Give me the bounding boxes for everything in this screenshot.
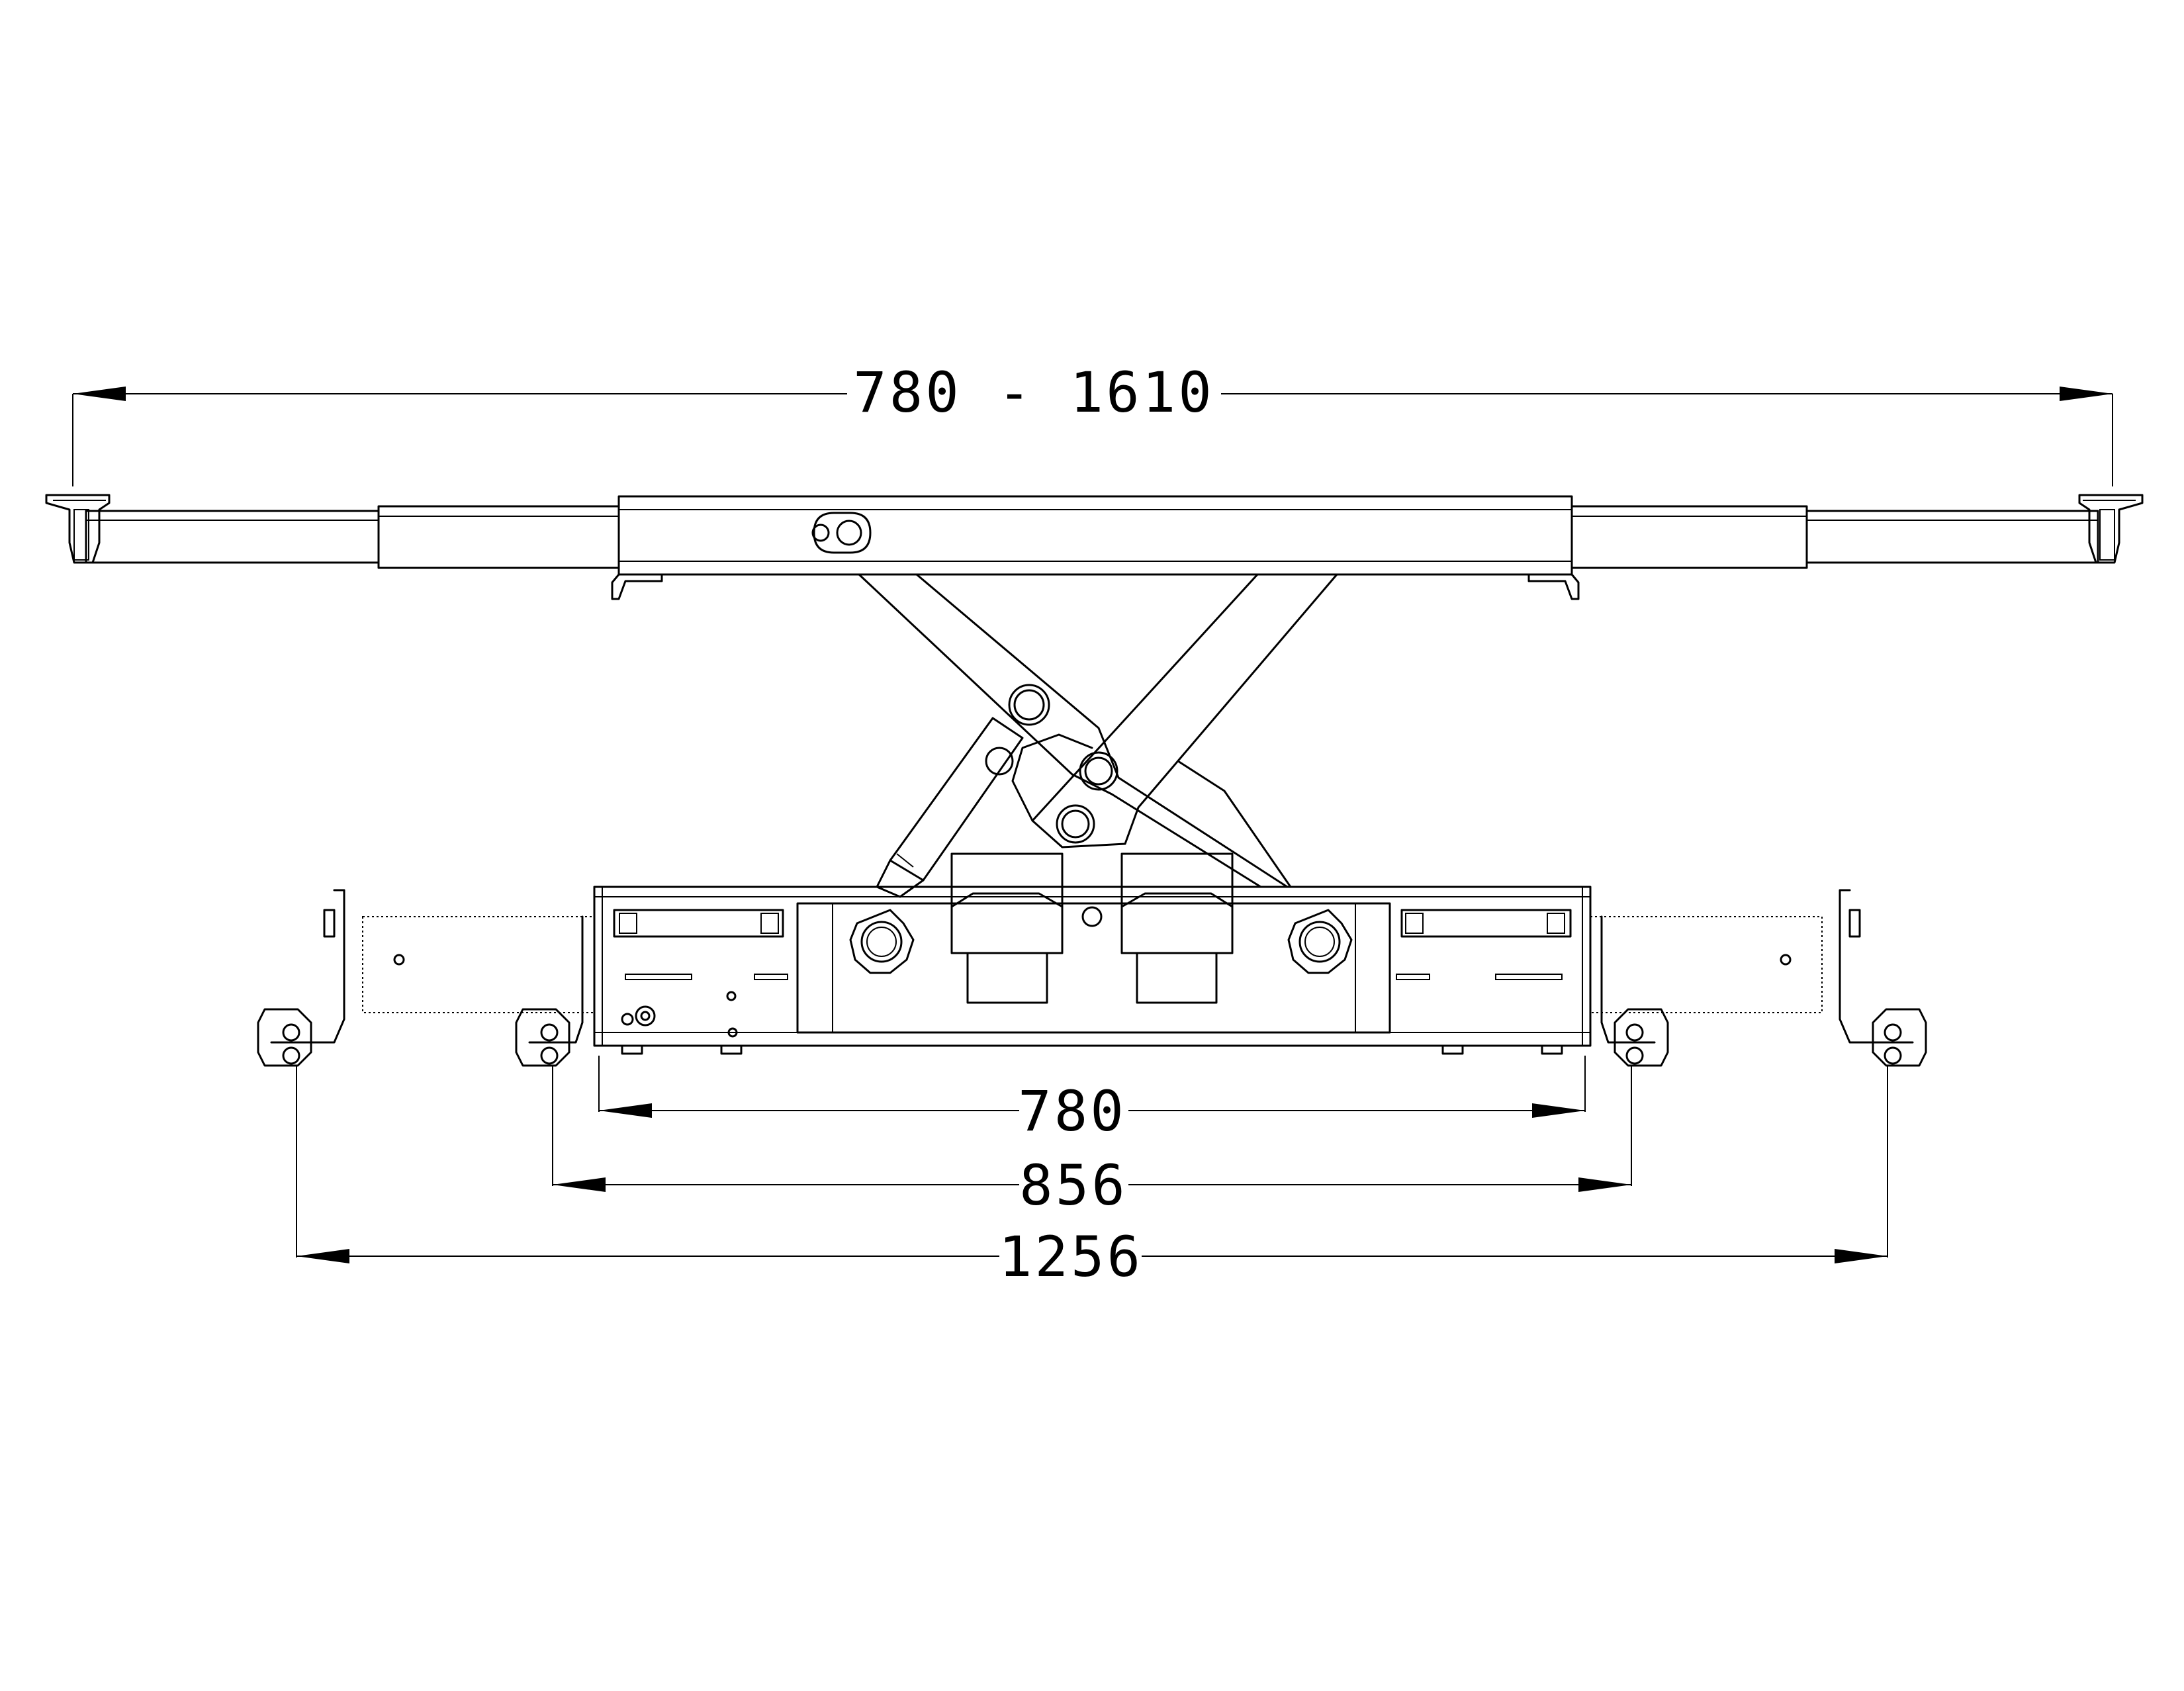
release-knob-right <box>1287 909 1353 974</box>
dimension-inner-width: 780 <box>598 1056 1586 1144</box>
beam-center-sleeve <box>617 495 1573 576</box>
beam-outer-extension-left <box>85 510 380 564</box>
beam-mid-extension-left <box>377 505 620 569</box>
dimension-mid-width: 856 <box>552 1066 1632 1218</box>
base-frame <box>593 852 1592 1055</box>
base-frame-body <box>593 886 1592 1047</box>
side-pad-right-inner <box>1614 1008 1669 1067</box>
beam-hook-left <box>611 573 663 600</box>
end-pad-left <box>45 494 111 564</box>
dimension-label-top-range: 780 - 1610 <box>853 360 1214 425</box>
side-pad-right-outer <box>1872 1008 1927 1067</box>
beam-hook-right <box>1527 573 1580 600</box>
pivot-pin-center <box>1079 751 1118 791</box>
hydraulic-cylinder <box>889 717 1024 882</box>
top-beam <box>45 494 2144 600</box>
arrow-left <box>73 387 126 401</box>
scissor-mechanism <box>858 573 1338 898</box>
slot-window-right <box>1400 909 1572 938</box>
saddle-block-right <box>1120 852 1234 1004</box>
dimension-label-outer-width: 1256 <box>999 1224 1143 1289</box>
side-arm-right <box>1590 889 1927 1067</box>
dimension-outer-width: 1256 <box>296 1066 1888 1289</box>
scissor-arm-a <box>858 573 1289 888</box>
dimension-label-mid-width: 856 <box>1019 1153 1128 1218</box>
dimension-label-inner-width: 780 <box>1018 1079 1126 1144</box>
release-knob-left <box>849 909 915 974</box>
end-pad-right <box>2078 494 2144 564</box>
dimension-top-range: 780 - 1610 <box>72 360 2113 486</box>
beam-lock-pin <box>811 512 872 554</box>
side-pad-left-inner <box>515 1008 570 1067</box>
saddle-block-left <box>950 852 1064 1004</box>
pivot-pin-upper <box>1008 684 1050 726</box>
cylinder-pin <box>985 747 1014 776</box>
base-hole <box>635 1005 656 1027</box>
beam-mid-extension-right <box>1570 505 1808 569</box>
side-arm-left <box>257 889 595 1067</box>
beam-outer-extension-right <box>1805 510 2099 564</box>
arrow-right <box>2060 387 2113 401</box>
pivot-pin-lower <box>1056 804 1095 844</box>
side-pad-left-outer <box>257 1008 312 1067</box>
slot-window-left <box>613 909 784 938</box>
